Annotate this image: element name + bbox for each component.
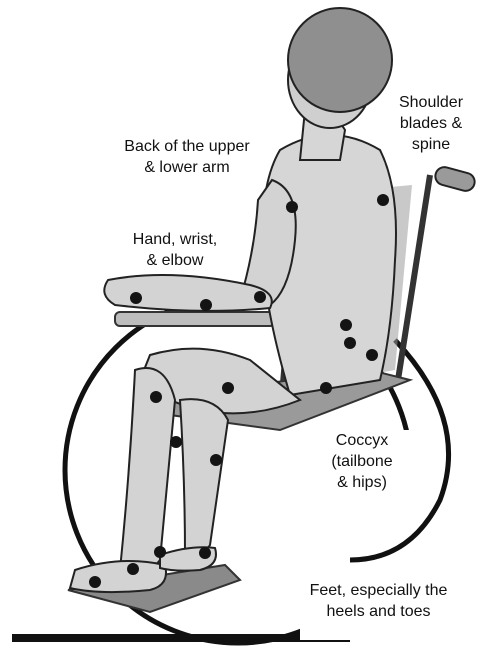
label-back-upper-lower-arm: Back of the upper & lower arm [112, 136, 262, 178]
label-line: & elbow [120, 250, 230, 271]
pressure-point-upper-arm [286, 201, 298, 213]
pressure-point-knee [150, 391, 162, 403]
pressure-point-spine-3 [366, 349, 378, 361]
hair-bun [288, 8, 392, 112]
pressure-point-upper-back [377, 194, 389, 206]
pressure-point-wrist [200, 299, 212, 311]
label-coccyx: Coccyx (tailbone & hips) [314, 430, 410, 493]
label-line: blades & [386, 113, 476, 134]
label-line: Feet, especially the [286, 580, 471, 601]
label-feet-heels-toes: Feet, especially the heels and toes [286, 580, 471, 622]
pressure-point-hip [320, 382, 332, 394]
label-line: spine [386, 134, 476, 155]
pressure-point-ankle-right [199, 547, 211, 559]
label-line: Back of the upper [112, 136, 262, 157]
pressure-point-shin-right [210, 454, 222, 466]
label-line: Shoulder [386, 92, 476, 113]
label-line: (tailbone [314, 451, 410, 472]
label-line: heels and toes [286, 601, 471, 622]
pressure-point-shin-left [170, 436, 182, 448]
pressure-point-spine-2 [344, 337, 356, 349]
label-line: Coccyx [314, 430, 410, 451]
foot-left [70, 561, 166, 592]
pressure-point-elbow [254, 291, 266, 303]
leg-left [120, 368, 175, 573]
armrest [115, 312, 275, 326]
pressure-point-hand [130, 292, 142, 304]
label-line: Hand, wrist, [120, 229, 230, 250]
pressure-point-heel [127, 563, 139, 575]
label-line: & lower arm [112, 157, 262, 178]
pressure-point-toes [89, 576, 101, 588]
push-handle-right [433, 165, 476, 193]
leg-right [180, 399, 228, 556]
pressure-point-thigh [222, 382, 234, 394]
pressure-point-spine-1 [340, 319, 352, 331]
label-shoulder-blades-spine: Shoulder blades & spine [386, 92, 476, 155]
label-line: & hips) [314, 472, 410, 493]
pressure-point-ankle-left [154, 546, 166, 558]
label-hand-wrist-elbow: Hand, wrist, & elbow [120, 229, 230, 271]
